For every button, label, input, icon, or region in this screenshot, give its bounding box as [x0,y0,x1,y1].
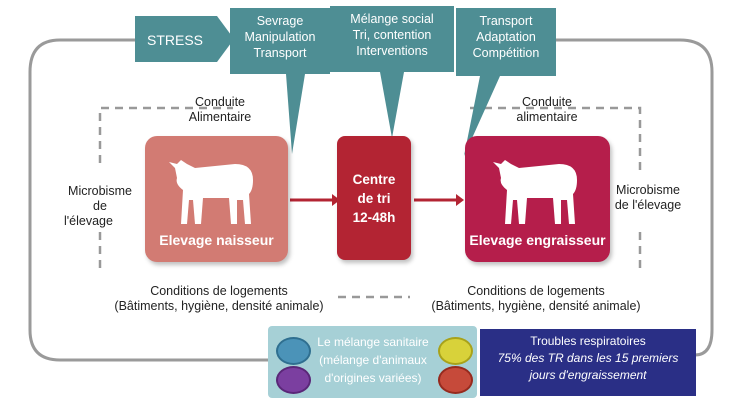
dashed-loop-left-top [98,106,233,163]
sanitary-mix-text: Le mélange sanitaire (mélange d'animaux … [317,335,429,385]
callout-2: Mélange social Tri, contention Intervent… [330,6,454,72]
callout-3-line-3: Compétition [472,46,540,60]
sorting-center-line-1: Centre [352,171,396,187]
right-feeding-label: Conduite alimentaire [516,95,578,124]
stress-label: STRESS [147,31,204,48]
callout-3: Transport Adaptation Compétition [456,8,556,74]
arrow-1-head [332,194,340,206]
stress-arrow-shape [135,16,234,62]
microbe-blue-icon [276,337,311,365]
respiratory-line-2: jours d'engraissement [529,368,647,382]
left-feeding-label: Conduite Alimentaire [188,95,252,124]
arrow-2-head [456,194,464,206]
fattening-farm-box: Elevage engraisseur [465,136,610,262]
respiratory-box: Troubles respiratoires 75% des TR dans l… [480,329,696,396]
outer-loop-right [540,38,714,357]
microbe-red-icon [438,366,473,394]
callout-1-line-3: Transport [253,46,307,60]
microbe-purple-icon [276,366,311,394]
breeder-farm-label: Elevage naisseur [159,232,274,248]
cow-icon [169,160,253,224]
right-microbism-label: Microbisme de l'élevage [598,183,698,213]
sorting-center-box: Centre de tri 12-48h [337,136,411,260]
callout-2-line-3: Interventions [356,44,428,58]
callout-3-shape [456,8,556,156]
respiratory-line-1: 75% des TR dans les 15 premiers [497,351,679,365]
sanitary-mix-box: Le mélange sanitaire (mélange d'animaux … [268,326,477,398]
callout-3-line-2: Adaptation [476,30,536,44]
cow-icon [493,160,577,224]
dashed-loop-right-top [470,106,642,175]
right-housing-label: Conditions de logements (Bâtiments, hygi… [431,284,641,313]
breeder-farm-box: Elevage naisseur [145,136,288,262]
callout-1-line-2: Manipulation [244,30,316,44]
outer-loop-left [28,38,268,362]
left-microbism-label: Microbisme de l'élevage [50,184,150,229]
sorting-center-line-2: de tri [357,190,391,206]
sorting-center-line-3: 12-48h [352,209,396,225]
callout-2-shape [330,6,454,138]
callout-1-shape [230,8,330,154]
callout-1: Sevrage Manipulation Transport [230,8,330,74]
callout-3-line-1: Transport [479,14,533,28]
callout-1-line-1: Sevrage [256,14,304,28]
callout-2-line-2: Tri, contention [352,28,432,42]
microbe-yellow-icon [438,337,473,365]
callout-2-line-1: Mélange social [350,12,434,26]
left-housing-label: Conditions de logements (Bâtiments, hygi… [114,284,324,313]
fattening-farm-label: Elevage engraisseur [469,232,606,248]
respiratory-title: Troubles respiratoires [530,334,646,348]
